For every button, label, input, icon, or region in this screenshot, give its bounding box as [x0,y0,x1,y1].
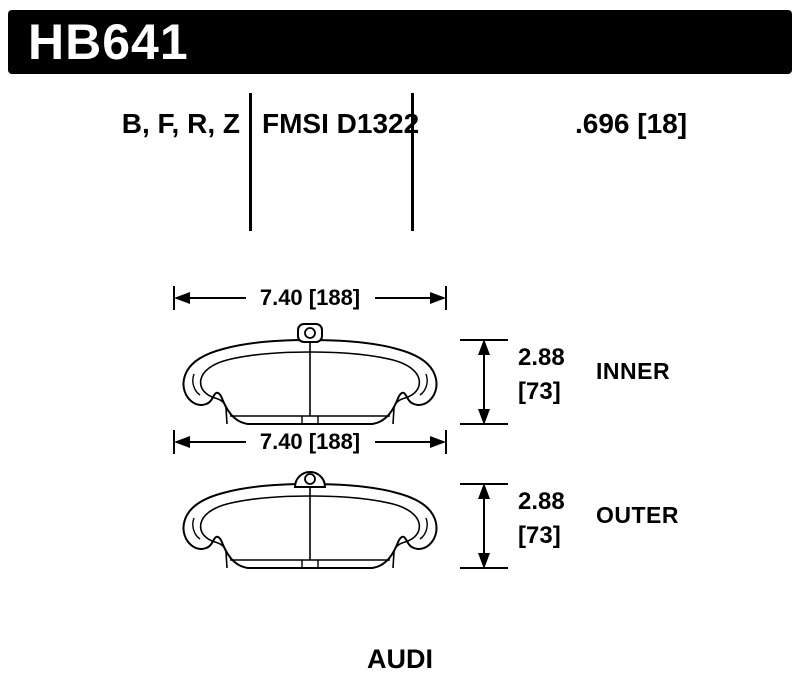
header-bar: HB641 [8,10,792,74]
width-dimension-label: 7.40 [188] [260,429,360,454]
thickness-mm-value: [73] [518,522,561,549]
center-dome [293,471,327,488]
thickness-value: 2.88 [518,344,565,371]
ear-detail-line [192,517,201,540]
pad-outline [182,483,311,569]
friction-surface-line [199,351,311,425]
arrowhead-right [430,292,446,304]
pad-outline [182,339,311,425]
center-tab [297,323,323,343]
ear-detail-line [192,373,201,396]
arrowhead-left [174,436,190,448]
friction-surface-line [199,495,311,569]
thickness-value: 2.88 [518,488,565,515]
arrowhead-up [478,339,490,355]
part-number: HB641 [28,14,189,70]
divider-line [249,93,252,231]
thickness-dimension-outer [460,483,508,569]
brake-pad-drawing-outer [182,471,438,569]
divider-line [411,93,414,231]
width-dimension-inner: 7.40 [188] [173,285,447,310]
arrowhead-up [478,483,490,499]
pad-thickness-spec: .696 [18] [575,108,688,139]
view-label-outer: OUTER [596,502,679,528]
thickness-dimension-inner [460,339,508,425]
view-label-inner: INNER [596,358,671,384]
fmsi-number: FMSI D1322 [262,108,420,139]
tab-hole [304,327,316,339]
arrowhead-down [478,409,490,425]
arrowhead-down [478,553,490,569]
arrowhead-left [174,292,190,304]
compound-codes: B, F, R, Z [121,108,240,139]
dome-hole [304,473,316,485]
vehicle-make: AUDI [367,644,433,674]
width-dimension-label: 7.40 [188] [260,285,360,310]
width-dimension-outer: 7.40 [188] [173,429,447,454]
arrowhead-right [430,436,446,448]
brake-pad-drawing-inner [182,323,438,425]
thickness-mm-value: [73] [518,378,561,405]
